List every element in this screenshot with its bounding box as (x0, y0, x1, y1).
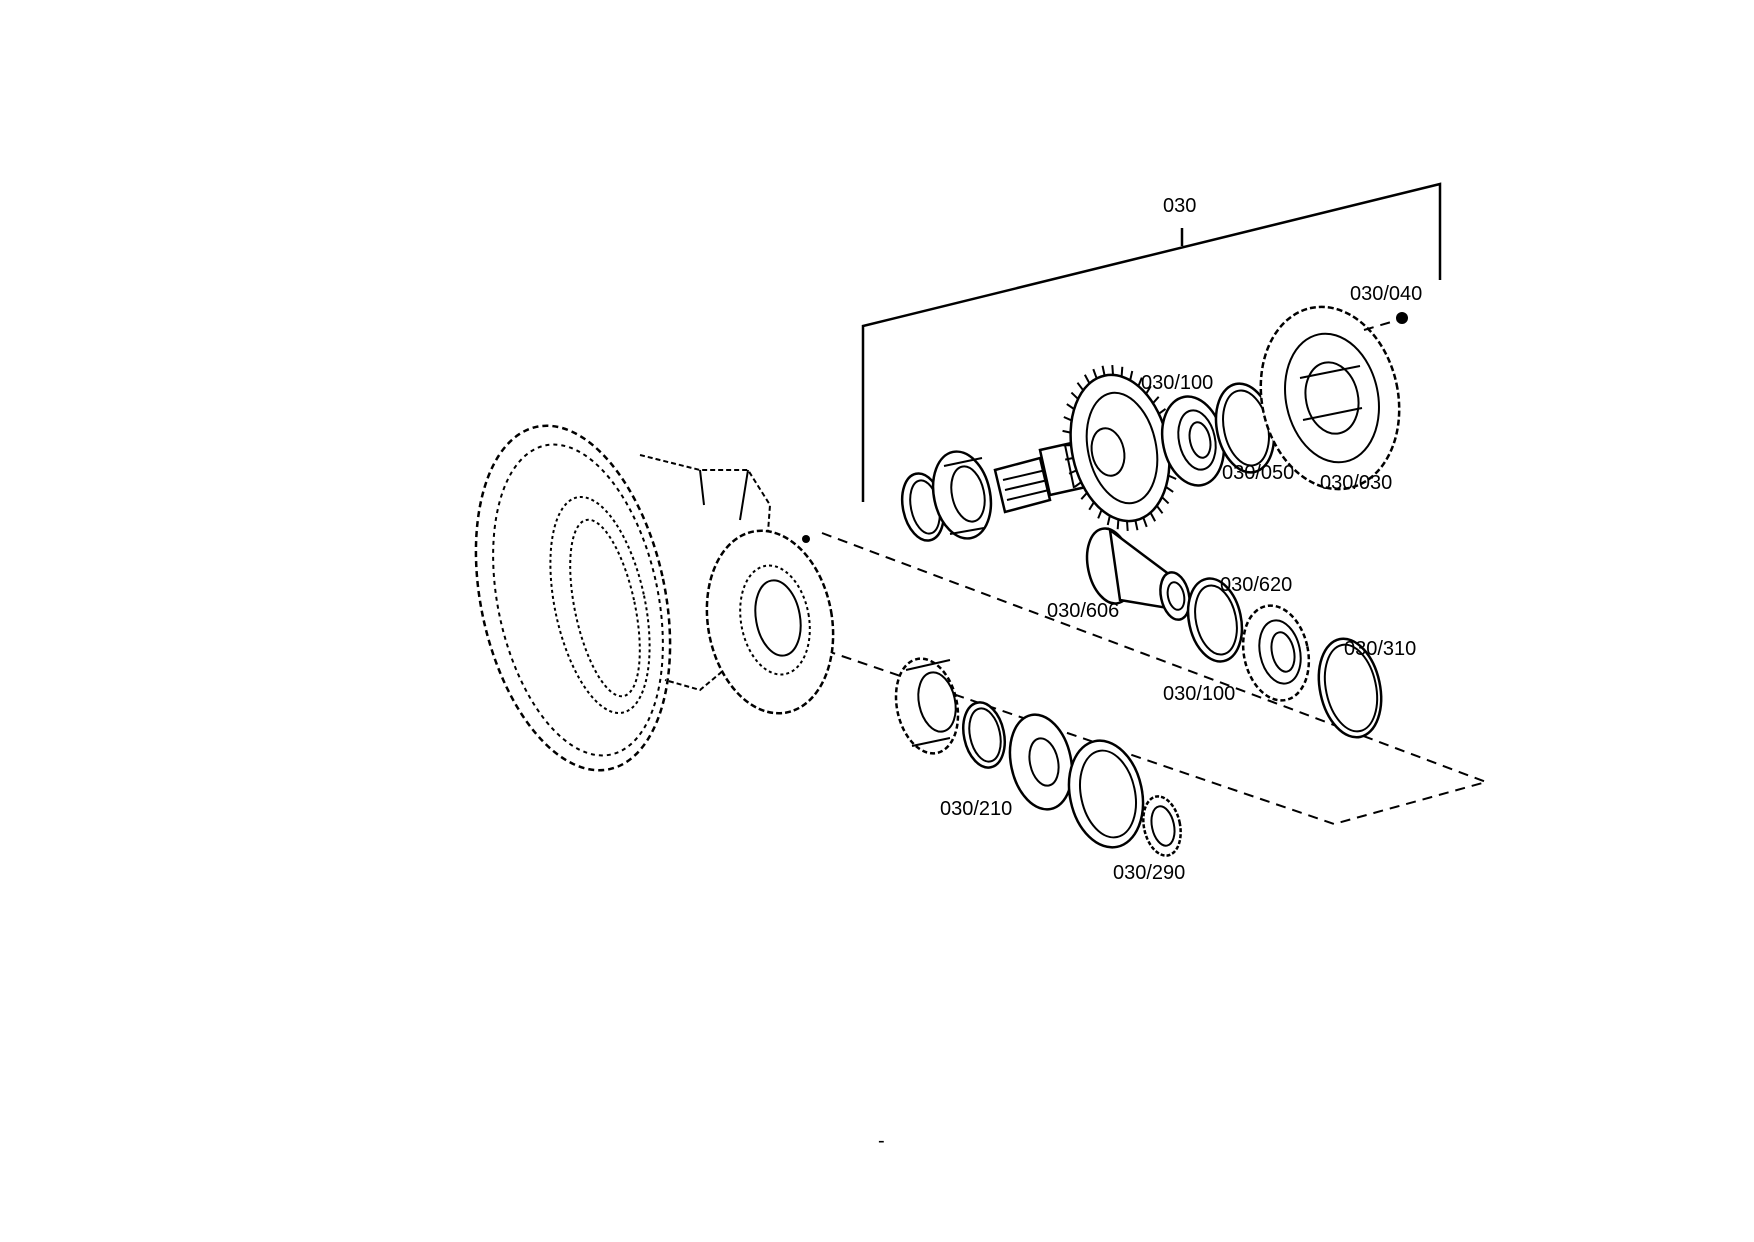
gear-tooth (1083, 374, 1091, 384)
label-030-210: 030/210 (940, 798, 1012, 820)
gear-tooth (1063, 416, 1073, 422)
ring-030-310 (1317, 637, 1383, 739)
ring-030-620 (1186, 577, 1244, 663)
gear-tooth (1066, 403, 1075, 410)
gear-tooth (1080, 492, 1088, 500)
bearing-lower-left (894, 657, 960, 755)
gear-tooth (1111, 364, 1114, 376)
gear-tooth (1129, 370, 1134, 381)
label-030-290: 030/290 (1113, 862, 1185, 884)
gear-tooth (1158, 408, 1167, 415)
gear-tooth (1068, 469, 1077, 475)
group-bracket (861, 182, 1442, 502)
label-030-310: 030/310 (1344, 638, 1416, 660)
label-030: 030 (1163, 195, 1196, 217)
label-030-100-lower: 030/100 (1163, 683, 1235, 705)
gear-tooth (1065, 457, 1074, 461)
gear-tooth (1149, 512, 1157, 522)
gear-tooth (1161, 496, 1170, 505)
gear-tooth (1120, 366, 1124, 377)
gear-tooth (1062, 429, 1071, 434)
gear-tooth (1097, 509, 1103, 519)
label-030-030: 030/030 (1320, 472, 1392, 494)
gear-tooth (1106, 515, 1111, 526)
axle-housing (474, 424, 835, 772)
ring-030-050 (1214, 382, 1276, 474)
gear-tooth (1152, 396, 1160, 404)
label-030-040: 030/040 (1350, 283, 1422, 305)
gear-tooth (1167, 474, 1177, 480)
seal-lower (1067, 739, 1145, 849)
gear-tooth (1126, 520, 1129, 532)
gear-tooth (1088, 501, 1095, 511)
gear-tooth (1134, 520, 1139, 531)
gear-tooth (1165, 486, 1174, 493)
gear-tooth (1092, 368, 1098, 379)
gear-tooth (1101, 365, 1106, 376)
footer-mark: - (878, 1130, 885, 1152)
bearing-upper-left (931, 450, 993, 540)
gear-tooth (1145, 385, 1152, 395)
gear-tooth (1155, 505, 1164, 514)
label-030-606: 030/606 (1047, 600, 1119, 622)
screw-030-040 (1363, 312, 1408, 331)
pinion-030-606 (1085, 527, 1191, 621)
label-030-050: 030/050 (1222, 462, 1294, 484)
bearing-030-100-lower (1241, 604, 1311, 702)
washer-030-210 (1008, 713, 1074, 811)
gear-tooth (1142, 517, 1148, 528)
label-030-100-upper: 030/100 (1141, 372, 1213, 394)
ring-lower-1 (962, 701, 1006, 769)
assembly-dashed-outline (821, 532, 1490, 826)
gear-tooth (1070, 391, 1079, 400)
cover-030-030 (1259, 305, 1401, 491)
gear-tooth (1073, 481, 1082, 488)
nut-030-290 (1142, 795, 1182, 857)
gear-tooth (1076, 382, 1085, 391)
label-030-620: 030/620 (1220, 574, 1292, 596)
gear-tooth (1137, 377, 1143, 387)
gear-tooth (1116, 519, 1120, 530)
